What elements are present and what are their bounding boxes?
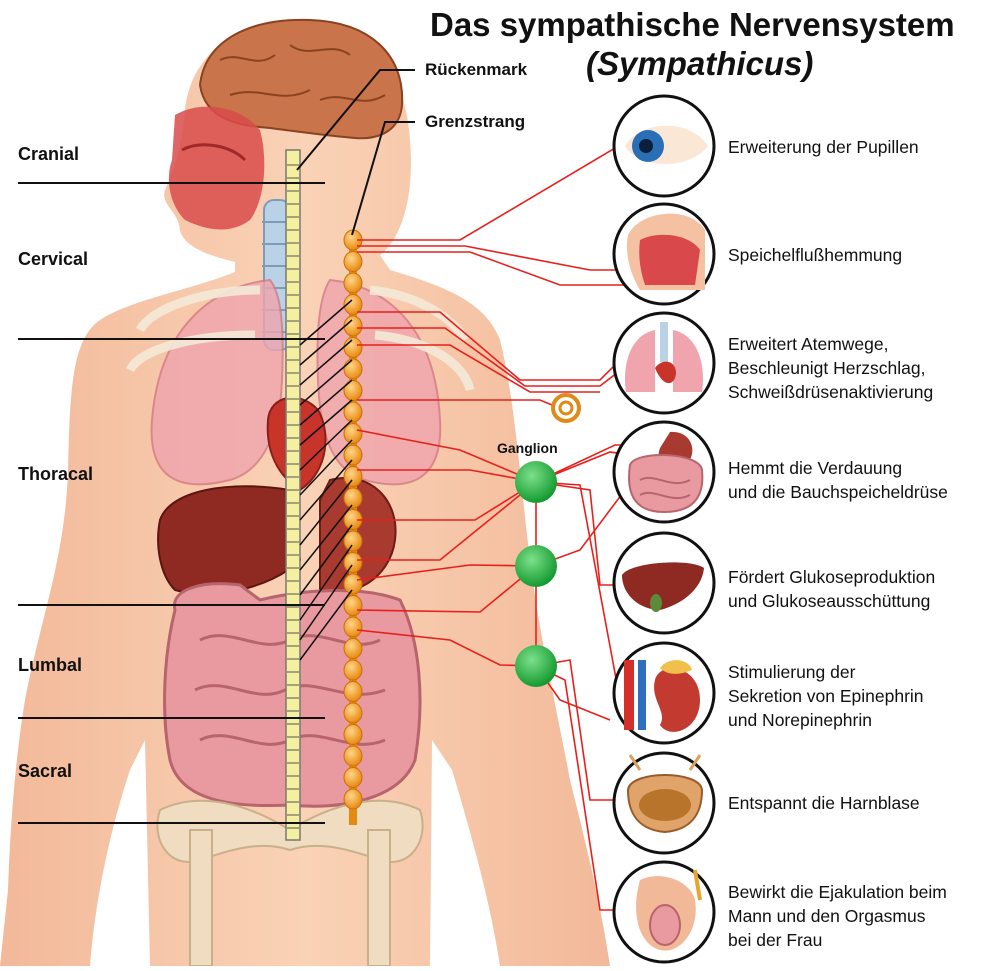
organ-circles: [614, 96, 714, 962]
effect-text: Bewirkt die Ejakulation beim: [728, 880, 947, 904]
celiac-plexus: [553, 395, 579, 421]
head-cavity: [169, 107, 264, 230]
bladder-icon: [614, 753, 714, 853]
ganglia: [515, 461, 557, 687]
effect-saliva: Speichelflußhemmung: [728, 243, 902, 267]
trunk-ganglion-bead: [344, 381, 362, 401]
trunk-ganglion-bead: [344, 682, 362, 702]
effect-text: Erweitert Atemwege,: [728, 332, 933, 356]
effect-digestion: Hemmt die Verdauung und die Bauchspeiche…: [728, 456, 948, 504]
trunk-ganglion-bead: [344, 660, 362, 680]
region-label-cervical: Cervical: [18, 249, 88, 270]
head-section-icon: [614, 204, 714, 304]
spinal-cord: [286, 150, 300, 840]
trunk-ganglion-bead: [344, 531, 362, 551]
trunk-ganglion-bead: [344, 488, 362, 508]
trunk-ganglion-bead: [344, 703, 362, 723]
trunk-ganglion-bead: [344, 768, 362, 788]
diagram-title: Das sympathische Nervensystem: [430, 6, 955, 44]
trunk-ganglion-bead: [344, 639, 362, 659]
effect-text: und die Bauchspeicheldrüse: [728, 480, 948, 504]
region-label-cranial: Cranial: [18, 144, 79, 165]
eye-icon: [614, 96, 714, 196]
effect-text: bei der Frau: [728, 928, 947, 952]
genitals-icon: [614, 862, 714, 962]
lungs-heart-icon: [614, 313, 714, 413]
effect-genitals: Bewirkt die Ejakulation beim Mann und de…: [728, 880, 947, 952]
trunk-ganglion-bead: [344, 596, 362, 616]
trunk-ganglion-bead: [344, 359, 362, 379]
effect-text: Stimulierung der: [728, 660, 924, 684]
effect-text: Sekretion von Epinephrin: [728, 684, 924, 708]
effect-adrenal: Stimulierung der Sekretion von Epinephri…: [728, 660, 924, 732]
trunk-ganglion-bead: [344, 445, 362, 465]
ganglion-label: Ganglion: [497, 440, 558, 456]
trunk-ganglion-bead: [344, 424, 362, 444]
diagram-subtitle: (Sympathicus): [586, 45, 813, 83]
sympathetic-trunk-label: Grenzstrang: [425, 112, 525, 132]
trunk-ganglion-bead: [344, 316, 362, 336]
effect-text: Fördert Glukoseproduktion: [728, 565, 935, 589]
spinal-cord-label: Rückenmark: [425, 60, 527, 80]
effect-text: und Norepinephrin: [728, 708, 924, 732]
effect-bladder: Entspannt die Harnblase: [728, 791, 920, 815]
trunk-ganglion-bead: [344, 789, 362, 809]
trunk-ganglion-bead: [344, 273, 362, 293]
effect-text: Hemmt die Verdauung: [728, 456, 948, 480]
stomach-intestine-icon: [614, 422, 714, 522]
effect-text: Schweißdrüsenaktivierung: [728, 380, 933, 404]
effect-glucose: Fördert Glukoseproduktion und Glukoseaus…: [728, 565, 935, 613]
kidney-adrenal-icon: [614, 643, 714, 743]
effect-text: Erweiterung der Pupillen: [728, 135, 919, 159]
effect-text: Entspannt die Harnblase: [728, 791, 920, 815]
trunk-ganglion-bead: [344, 553, 362, 573]
ganglion-node: [515, 645, 557, 687]
trunk-ganglion-bead: [344, 338, 362, 358]
trunk-ganglion-bead: [344, 574, 362, 594]
ganglion-node: [515, 545, 557, 587]
trunk-ganglion-bead: [344, 617, 362, 637]
ganglion-node: [515, 461, 557, 503]
effect-lungs-heart: Erweitert Atemwege, Beschleunigt Herzsch…: [728, 332, 933, 404]
region-label-lumbal: Lumbal: [18, 655, 82, 676]
effect-text: Speichelflußhemmung: [728, 243, 902, 267]
trunk-ganglion-bead: [344, 725, 362, 745]
effect-text: Beschleunigt Herzschlag,: [728, 356, 933, 380]
effect-text: und Glukoseausschüttung: [728, 589, 935, 613]
region-label-sacral: Sacral: [18, 761, 72, 782]
liver-icon: [614, 533, 714, 633]
region-label-thoracal: Thoracal: [18, 464, 93, 485]
trunk-ganglion-bead: [344, 252, 362, 272]
trunk-ganglion-bead: [344, 746, 362, 766]
effect-text: Mann und den Orgasmus: [728, 904, 947, 928]
effect-pupils: Erweiterung der Pupillen: [728, 135, 919, 159]
